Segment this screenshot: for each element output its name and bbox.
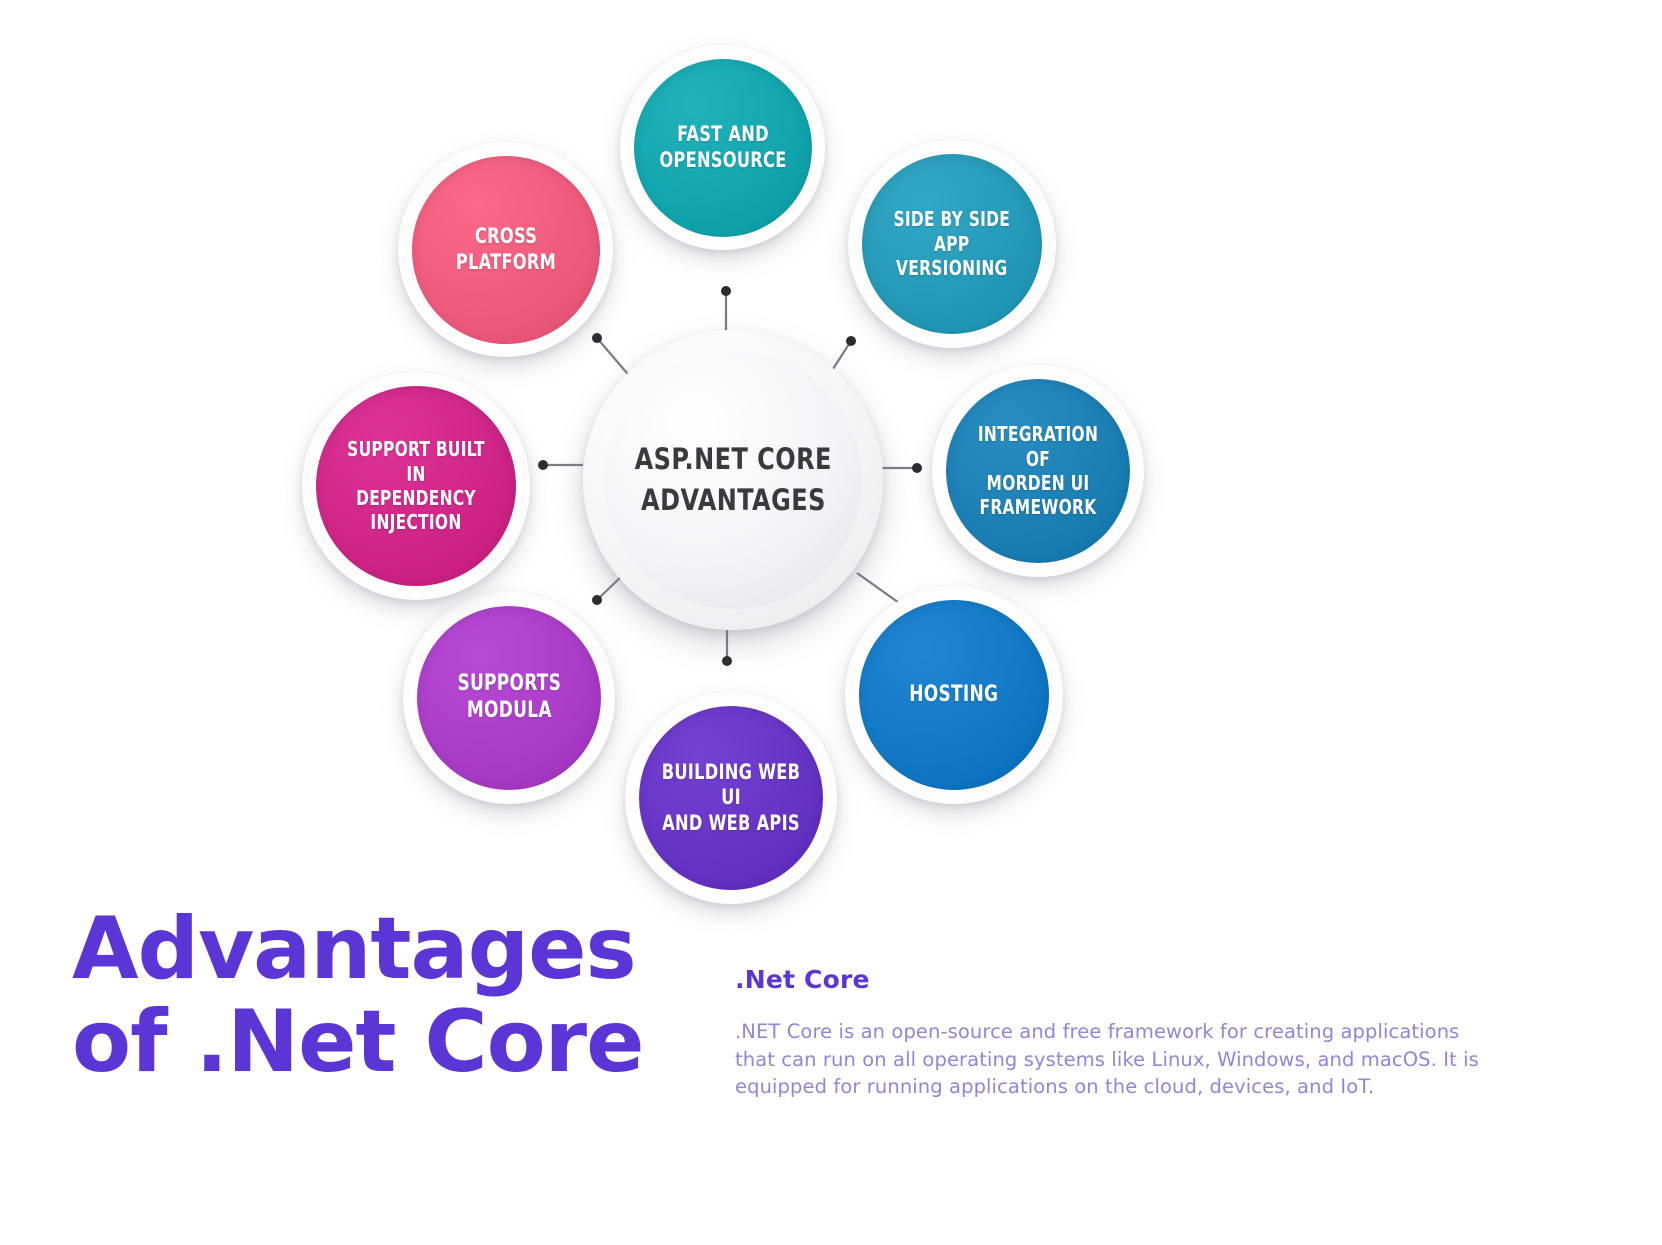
connector-line-hosting	[856, 572, 903, 606]
description-title: .Net Core	[735, 965, 870, 994]
connector-dot-support-built-in-dependency-injection	[538, 460, 548, 470]
node-disc-cross-platform: CROSS PLATFORM	[411, 155, 600, 344]
headline-block: Advantages of .Net Core	[72, 903, 712, 1089]
connector-line-side-by-side-app-versioning	[830, 340, 852, 373]
connector-dot-cross-platform	[592, 333, 602, 343]
node-label-hosting: HOSTING	[909, 681, 999, 707]
connector-dot-building-web-ui-and-web-apis	[722, 656, 732, 666]
connector-dot-integration-of-morden-ui-framework	[912, 463, 922, 473]
connector-dot-supports-modula	[592, 595, 602, 605]
description-block: .Net Core .NET Core is an open-source an…	[735, 965, 1495, 1101]
headline-line-1: Advantages	[72, 899, 637, 999]
hub-title-line-1: ASP.NET CORE	[634, 441, 832, 476]
hub-inner-disc: ASP.NET CORE ADVANTAGES	[604, 351, 862, 609]
description-body: .NET Core is an open-source and free fra…	[735, 1020, 1479, 1099]
node-hosting[interactable]: HOSTING	[845, 586, 1063, 804]
hub-node-aspnet-core-advantages[interactable]: ASP.NET CORE ADVANTAGES	[583, 330, 883, 630]
headline-line-2: of .Net Core	[72, 991, 644, 1092]
node-label-cross-platform: CROSS PLATFORM	[455, 223, 556, 274]
hub-title-line-2: ADVANTAGES	[640, 483, 826, 517]
node-disc-hosting: HOSTING	[859, 600, 1049, 790]
node-cross-platform[interactable]: CROSS PLATFORM	[398, 142, 613, 357]
connector-dot-side-by-side-app-versioning	[846, 336, 856, 346]
connector-dot-fast-and-opensource	[721, 286, 731, 296]
